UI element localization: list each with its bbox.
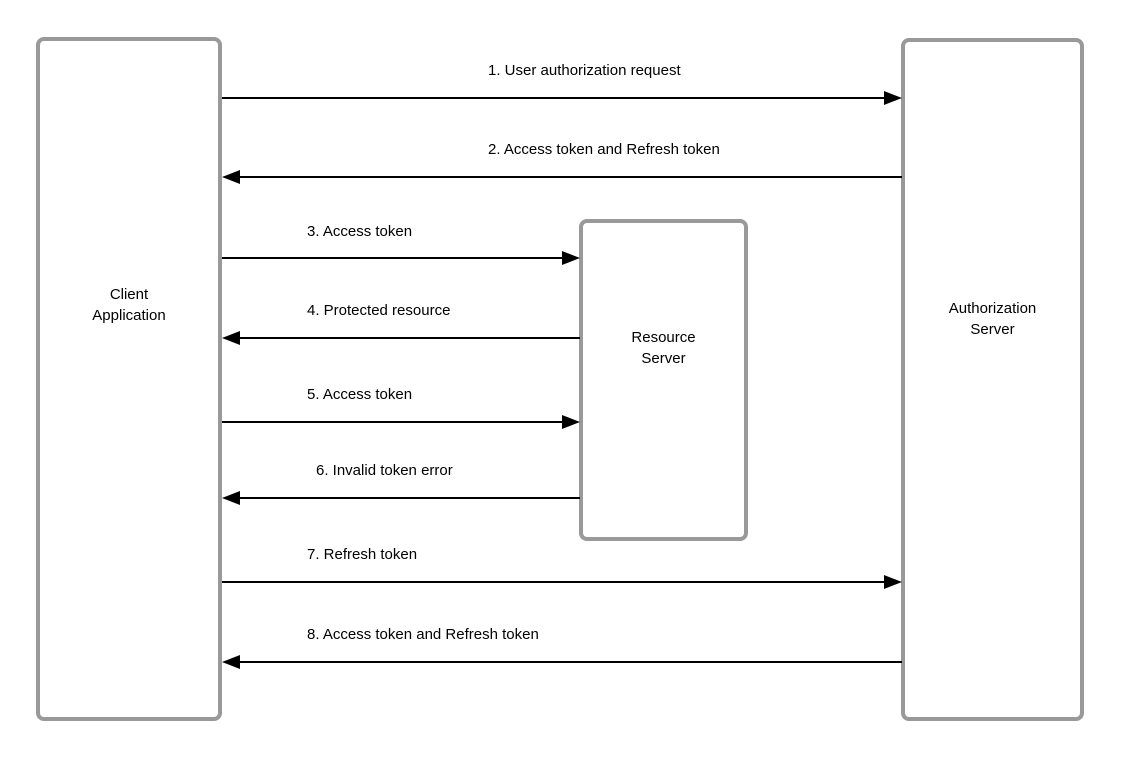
arrow-2 bbox=[222, 170, 902, 184]
arrow-line bbox=[240, 497, 580, 499]
arrow-5 bbox=[222, 415, 580, 429]
arrow-line bbox=[222, 421, 562, 423]
arrowhead-right-icon bbox=[562, 415, 580, 429]
arrow-4 bbox=[222, 331, 580, 345]
arrow-3 bbox=[222, 251, 580, 265]
arrowhead-left-icon bbox=[222, 491, 240, 505]
resource-server-box: Resource Server bbox=[579, 219, 748, 541]
arrow-8 bbox=[222, 655, 902, 669]
arrow-7 bbox=[222, 575, 902, 589]
arrow-line bbox=[240, 661, 902, 663]
arrowhead-right-icon bbox=[562, 251, 580, 265]
arrow-line bbox=[222, 97, 884, 99]
arrow-2-label: 2. Access token and Refresh token bbox=[488, 141, 720, 158]
resource-server-label: Resource Server bbox=[631, 329, 696, 367]
arrow-4-label: 4. Protected resource bbox=[307, 302, 451, 319]
arrow-line bbox=[222, 257, 562, 259]
authorization-server-box: Authorization Server bbox=[901, 38, 1084, 721]
arrow-3-label: 3. Access token bbox=[307, 223, 413, 240]
arrow-5-label: 5. Access token bbox=[307, 386, 413, 403]
client-application-box: Client Application bbox=[36, 37, 222, 721]
arrowhead-left-icon bbox=[222, 170, 240, 184]
authorization-server-label: Authorization Server bbox=[948, 300, 1037, 338]
arrow-1-label: 1. User authorization request bbox=[488, 62, 681, 79]
arrow-line bbox=[240, 176, 902, 178]
arrowhead-right-icon bbox=[884, 575, 902, 589]
client-application-label: Client Application bbox=[92, 286, 166, 324]
arrow-6 bbox=[222, 491, 580, 505]
arrow-line bbox=[222, 581, 884, 583]
arrow-8-label: 8. Access token and Refresh token bbox=[307, 626, 539, 643]
arrow-6-label: 6. Invalid token error bbox=[316, 462, 453, 479]
arrowhead-left-icon bbox=[222, 655, 240, 669]
arrow-line bbox=[240, 337, 580, 339]
arrow-1 bbox=[222, 91, 902, 105]
arrowhead-left-icon bbox=[222, 331, 240, 345]
arrow-7-label: 7. Refresh token bbox=[307, 546, 418, 563]
arrowhead-right-icon bbox=[884, 91, 902, 105]
